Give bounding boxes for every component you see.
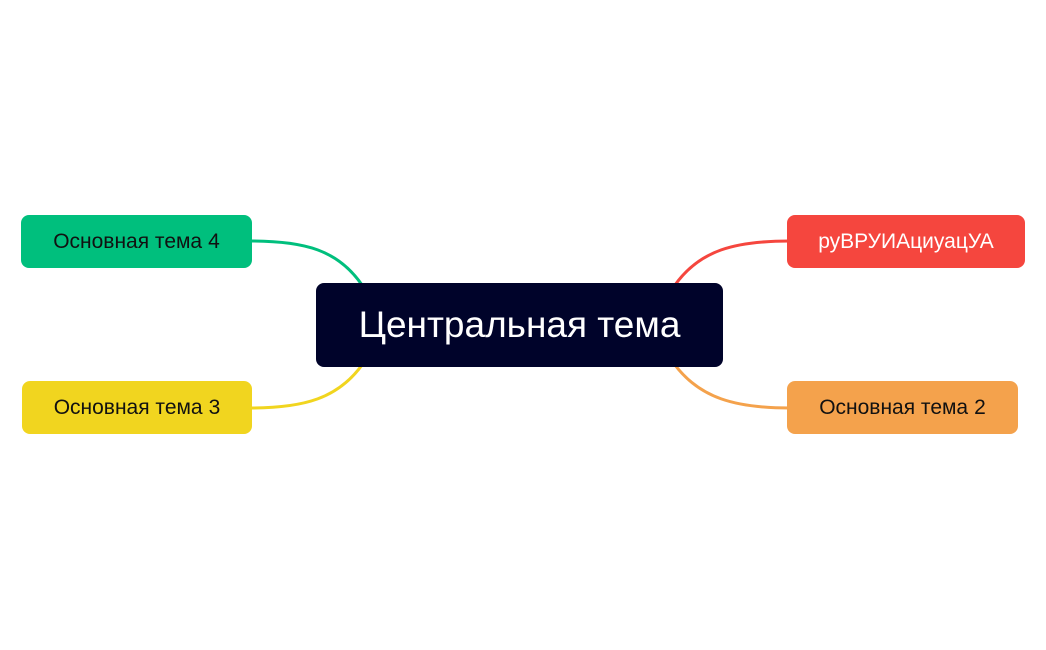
main-topic-1-node[interactable]: руВРУИАциуацУА xyxy=(787,215,1025,268)
connector-topic-3 xyxy=(248,363,364,410)
connector-topic-1 xyxy=(673,239,792,287)
main-topic-2-label: Основная тема xyxy=(819,395,969,419)
main-topic-4-label: Основная тема xyxy=(53,229,203,253)
main-topic-3-label: Основная тема xyxy=(53,395,203,419)
central-topic-label: Центральная тема xyxy=(358,304,681,345)
main-topic-1-label: руВРУИАциуацУА xyxy=(818,229,994,253)
main-topic-3-number: 3 xyxy=(208,395,221,419)
central-topic-node[interactable]: Центральная тема xyxy=(316,283,723,367)
connector-topic-4 xyxy=(248,239,364,287)
main-topic-4-number: 4 xyxy=(208,229,220,253)
main-topic-2-number: 2 xyxy=(974,395,986,419)
main-topic-4-node[interactable]: Основная тема 4 xyxy=(21,215,252,268)
main-topic-2-node[interactable]: Основная тема 2 xyxy=(787,381,1018,434)
connector-topic-2 xyxy=(673,363,792,410)
main-topic-3-node[interactable]: Основная тема 3 xyxy=(22,381,252,434)
